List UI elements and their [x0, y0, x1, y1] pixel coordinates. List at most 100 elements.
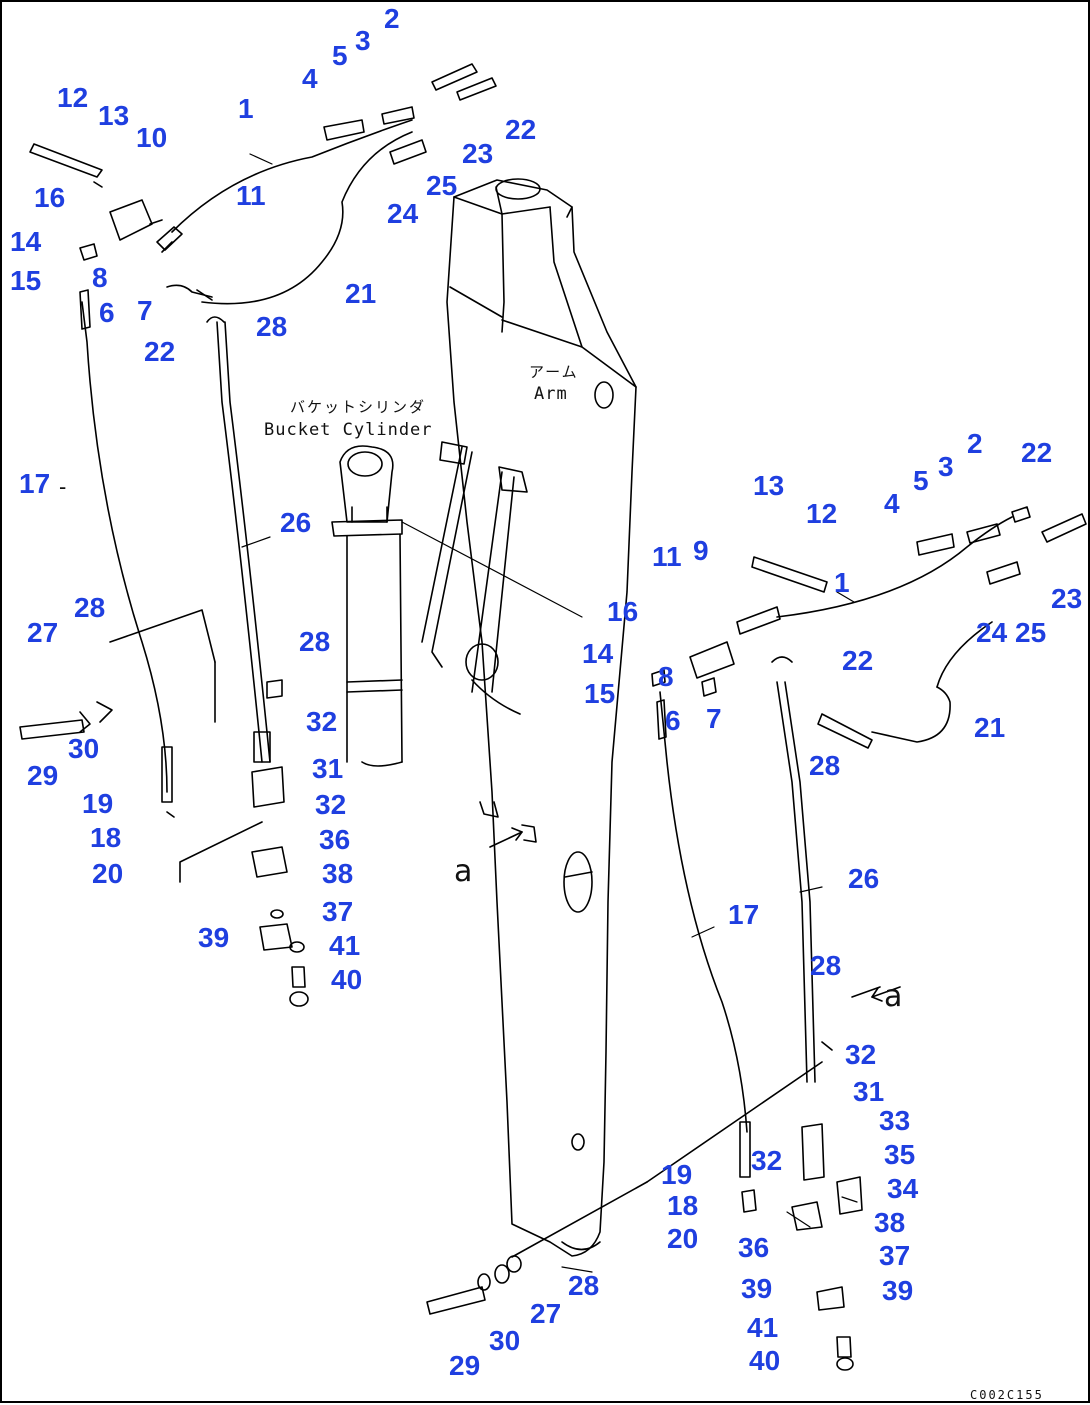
callout-23[interactable]: 23	[462, 138, 494, 169]
callout-23[interactable]: 23	[1051, 583, 1083, 614]
callout-28[interactable]: 28	[809, 750, 841, 781]
callout-15[interactable]: 15	[584, 678, 616, 709]
callout-30[interactable]: 30	[68, 733, 100, 764]
callout-33[interactable]: 33	[879, 1105, 911, 1136]
callout-25[interactable]: 25	[1015, 617, 1047, 648]
callout-28[interactable]: 28	[810, 950, 842, 981]
callout-3[interactable]: 3	[938, 451, 954, 482]
callout-32[interactable]: 32	[315, 789, 347, 820]
callout-11[interactable]: 11	[236, 180, 266, 211]
callout-22[interactable]: 22	[842, 645, 874, 676]
callout-39[interactable]: 39	[882, 1275, 914, 1306]
callout-11[interactable]: 11	[652, 541, 682, 572]
callout-5[interactable]: 5	[332, 40, 348, 71]
callout-21[interactable]: 21	[345, 278, 377, 309]
dash: -	[59, 474, 67, 499]
callout-4[interactable]: 4	[884, 488, 900, 519]
callout-24[interactable]: 24	[387, 198, 419, 229]
callout-2[interactable]: 2	[384, 3, 400, 34]
callout-20[interactable]: 20	[667, 1223, 699, 1254]
callout-38[interactable]: 38	[874, 1207, 906, 1238]
callout-14[interactable]: 14	[10, 226, 42, 257]
callout-1[interactable]: 1	[238, 93, 254, 124]
callout-8[interactable]: 8	[92, 262, 108, 293]
callout-7[interactable]: 7	[137, 295, 153, 326]
callout-37[interactable]: 37	[879, 1240, 911, 1271]
callout-39[interactable]: 39	[198, 922, 230, 953]
callout-22[interactable]: 22	[1021, 437, 1053, 468]
callout-9[interactable]: 9	[693, 535, 709, 566]
bucket-cylinder-label-en: Bucket Cylinder	[264, 420, 433, 440]
callout-35[interactable]: 35	[884, 1139, 916, 1170]
callout-1[interactable]: 1	[834, 567, 850, 598]
bucket-cylinder-label-jp: バケットシリンダ	[290, 398, 427, 416]
callout-15[interactable]: 15	[10, 265, 42, 296]
callout-17[interactable]: 17	[728, 899, 760, 930]
callout-2[interactable]: 2	[967, 428, 983, 459]
callout-25[interactable]: 25	[426, 170, 458, 201]
callout-40[interactable]: 40	[749, 1345, 781, 1376]
callout-29[interactable]: 29	[449, 1350, 481, 1381]
arm-label-en: Arm	[534, 384, 568, 404]
callout-7[interactable]: 7	[706, 703, 722, 734]
callout-32[interactable]: 32	[306, 706, 338, 737]
callout-37[interactable]: 37	[322, 896, 354, 927]
callout-36[interactable]: 36	[738, 1232, 770, 1263]
callout-19[interactable]: 19	[661, 1159, 693, 1190]
callout-6[interactable]: 6	[99, 297, 115, 328]
callout-22[interactable]: 22	[144, 336, 176, 367]
callout-41[interactable]: 41	[747, 1312, 779, 1343]
callout-18[interactable]: 18	[667, 1190, 699, 1221]
callout-12[interactable]: 12	[57, 82, 89, 113]
callout-26[interactable]: 26	[280, 507, 312, 538]
callout-13[interactable]: 13	[753, 470, 785, 501]
callout-6[interactable]: 6	[665, 705, 681, 736]
callout-20[interactable]: 20	[92, 858, 124, 889]
callout-28[interactable]: 28	[256, 311, 288, 342]
callout-29[interactable]: 29	[27, 760, 59, 791]
callout-34[interactable]: 34	[887, 1173, 919, 1204]
callout-16[interactable]: 16	[34, 182, 66, 213]
callout-32[interactable]: 32	[751, 1145, 783, 1176]
callout-8[interactable]: 8	[658, 661, 674, 692]
callout-16[interactable]: 16	[607, 596, 639, 627]
callout-3[interactable]: 3	[355, 25, 371, 56]
callout-30[interactable]: 30	[489, 1325, 521, 1356]
callout-18[interactable]: 18	[90, 822, 122, 853]
ref-a-right: a	[884, 979, 903, 1014]
callout-38[interactable]: 38	[322, 858, 354, 889]
arm-label-jp: アーム	[529, 363, 579, 381]
callout-27[interactable]: 27	[530, 1298, 562, 1329]
callout-24[interactable]: 24	[976, 617, 1008, 648]
callout-13[interactable]: 13	[98, 100, 130, 131]
callout-31[interactable]: 31	[312, 753, 344, 784]
callout-4[interactable]: 4	[302, 63, 318, 94]
callout-19[interactable]: 19	[82, 788, 114, 819]
left-hoses	[81, 119, 413, 883]
callout-28[interactable]: 28	[74, 592, 106, 623]
callout-32[interactable]: 32	[845, 1039, 877, 1070]
callout-39[interactable]: 39	[741, 1273, 773, 1304]
callout-28[interactable]: 28	[568, 1270, 600, 1301]
callout-17[interactable]: 17	[19, 468, 51, 499]
callout-36[interactable]: 36	[319, 824, 351, 855]
callout-28[interactable]: 28	[299, 626, 331, 657]
right-hoses	[511, 516, 1013, 1258]
callout-10[interactable]: 10	[136, 122, 168, 153]
callout-12[interactable]: 12	[806, 498, 838, 529]
bucket-cylinder	[331, 445, 403, 767]
arm-body	[421, 178, 637, 1257]
callout-27[interactable]: 27	[27, 617, 59, 648]
drawing-code: C002C155	[970, 1388, 1044, 1402]
callout-22[interactable]: 22	[505, 114, 537, 145]
callout-31[interactable]: 31	[853, 1076, 885, 1107]
callout-26[interactable]: 26	[848, 863, 880, 894]
ref-a-left: a	[454, 854, 473, 889]
callout-5[interactable]: 5	[913, 465, 929, 496]
callout-21[interactable]: 21	[974, 712, 1006, 743]
callout-41[interactable]: 41	[329, 930, 361, 961]
callout-40[interactable]: 40	[331, 964, 363, 995]
callout-14[interactable]: 14	[582, 638, 614, 669]
